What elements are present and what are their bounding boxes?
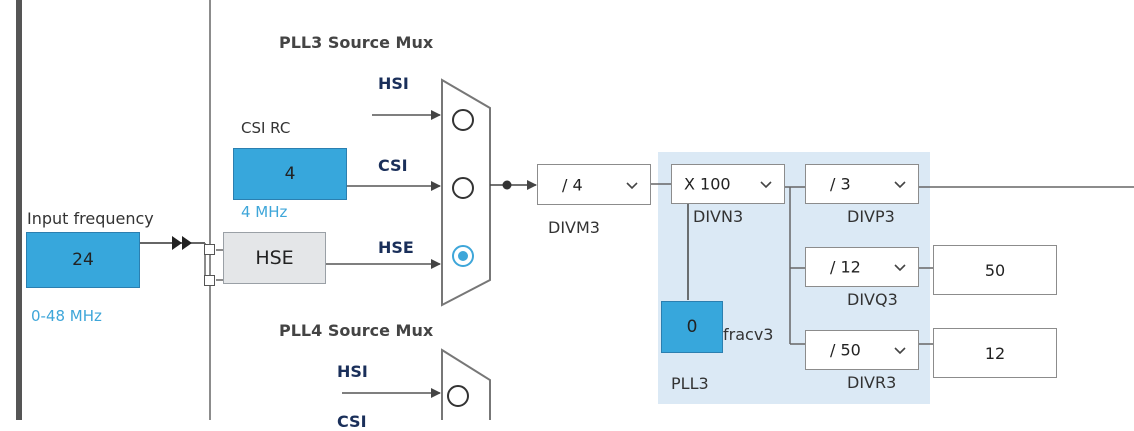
pll3-label: PLL3 — [671, 374, 709, 393]
pll3-mux-input-hsi-label: HSI — [378, 74, 409, 93]
divm3-value: / 4 — [562, 175, 583, 194]
divp3-select[interactable]: / 3 — [805, 164, 919, 204]
pll4-source-mux-title: PLL4 Source Mux — [279, 321, 434, 340]
fracv3-label: fracv3 — [723, 325, 774, 344]
input-frequency-range: 0-48 MHz — [31, 307, 102, 325]
pll3-mux-radio-csi[interactable] — [452, 177, 474, 199]
divr3-select[interactable]: / 50 — [805, 330, 919, 370]
bus-pin-hse-bottom — [204, 275, 215, 286]
divp3-label: DIVP3 — [847, 207, 895, 226]
divr3-output-field[interactable]: 12 — [933, 328, 1057, 378]
pll3-mux-input-hse-label: HSE — [378, 238, 414, 257]
pll4-mux-input-hsi-label: HSI — [337, 362, 368, 381]
divn3-label: DIVN3 — [693, 207, 744, 226]
chevron-down-icon — [760, 181, 772, 189]
divp3-value: / 3 — [830, 174, 851, 194]
csi-rc-frequency: 4 MHz — [241, 203, 288, 221]
pll3-source-mux-title: PLL3 Source Mux — [279, 33, 434, 52]
divn3-select[interactable]: X 100 — [671, 164, 785, 204]
pll3-mux-radio-hse[interactable] — [452, 245, 474, 267]
pll3-mux-input-csi-label: CSI — [378, 156, 408, 175]
chevron-down-icon — [894, 347, 906, 355]
divq3-label: DIVQ3 — [847, 290, 898, 309]
divq3-value: / 12 — [830, 257, 861, 277]
pll3-mux-radio-hsi[interactable] — [452, 109, 474, 131]
pll4-mux-input-csi-label: CSI — [337, 412, 367, 431]
csi-rc-label: CSI RC — [241, 119, 291, 137]
divq3-output-field[interactable]: 50 — [933, 245, 1057, 295]
chevron-down-icon — [894, 181, 906, 189]
divm3-label: DIVM3 — [548, 218, 600, 237]
chevron-down-icon — [626, 181, 638, 189]
hse-block[interactable]: HSE — [223, 232, 326, 284]
chevron-down-icon — [894, 264, 906, 272]
pll4-mux-radio-hsi[interactable] — [447, 385, 469, 407]
bus-pin-hse-top — [204, 244, 215, 255]
input-frequency-field[interactable]: 24 — [26, 232, 140, 288]
divr3-label: DIVR3 — [847, 373, 897, 392]
divq3-select[interactable]: / 12 — [805, 247, 919, 287]
divn3-value: X 100 — [684, 174, 731, 194]
divr3-value: / 50 — [830, 340, 861, 360]
input-frequency-label: Input frequency — [27, 209, 154, 228]
csi-rc-field[interactable]: 4 — [233, 148, 347, 200]
divm3-select[interactable]: / 4 — [537, 164, 651, 205]
fracv3-field[interactable]: 0 — [661, 301, 723, 353]
